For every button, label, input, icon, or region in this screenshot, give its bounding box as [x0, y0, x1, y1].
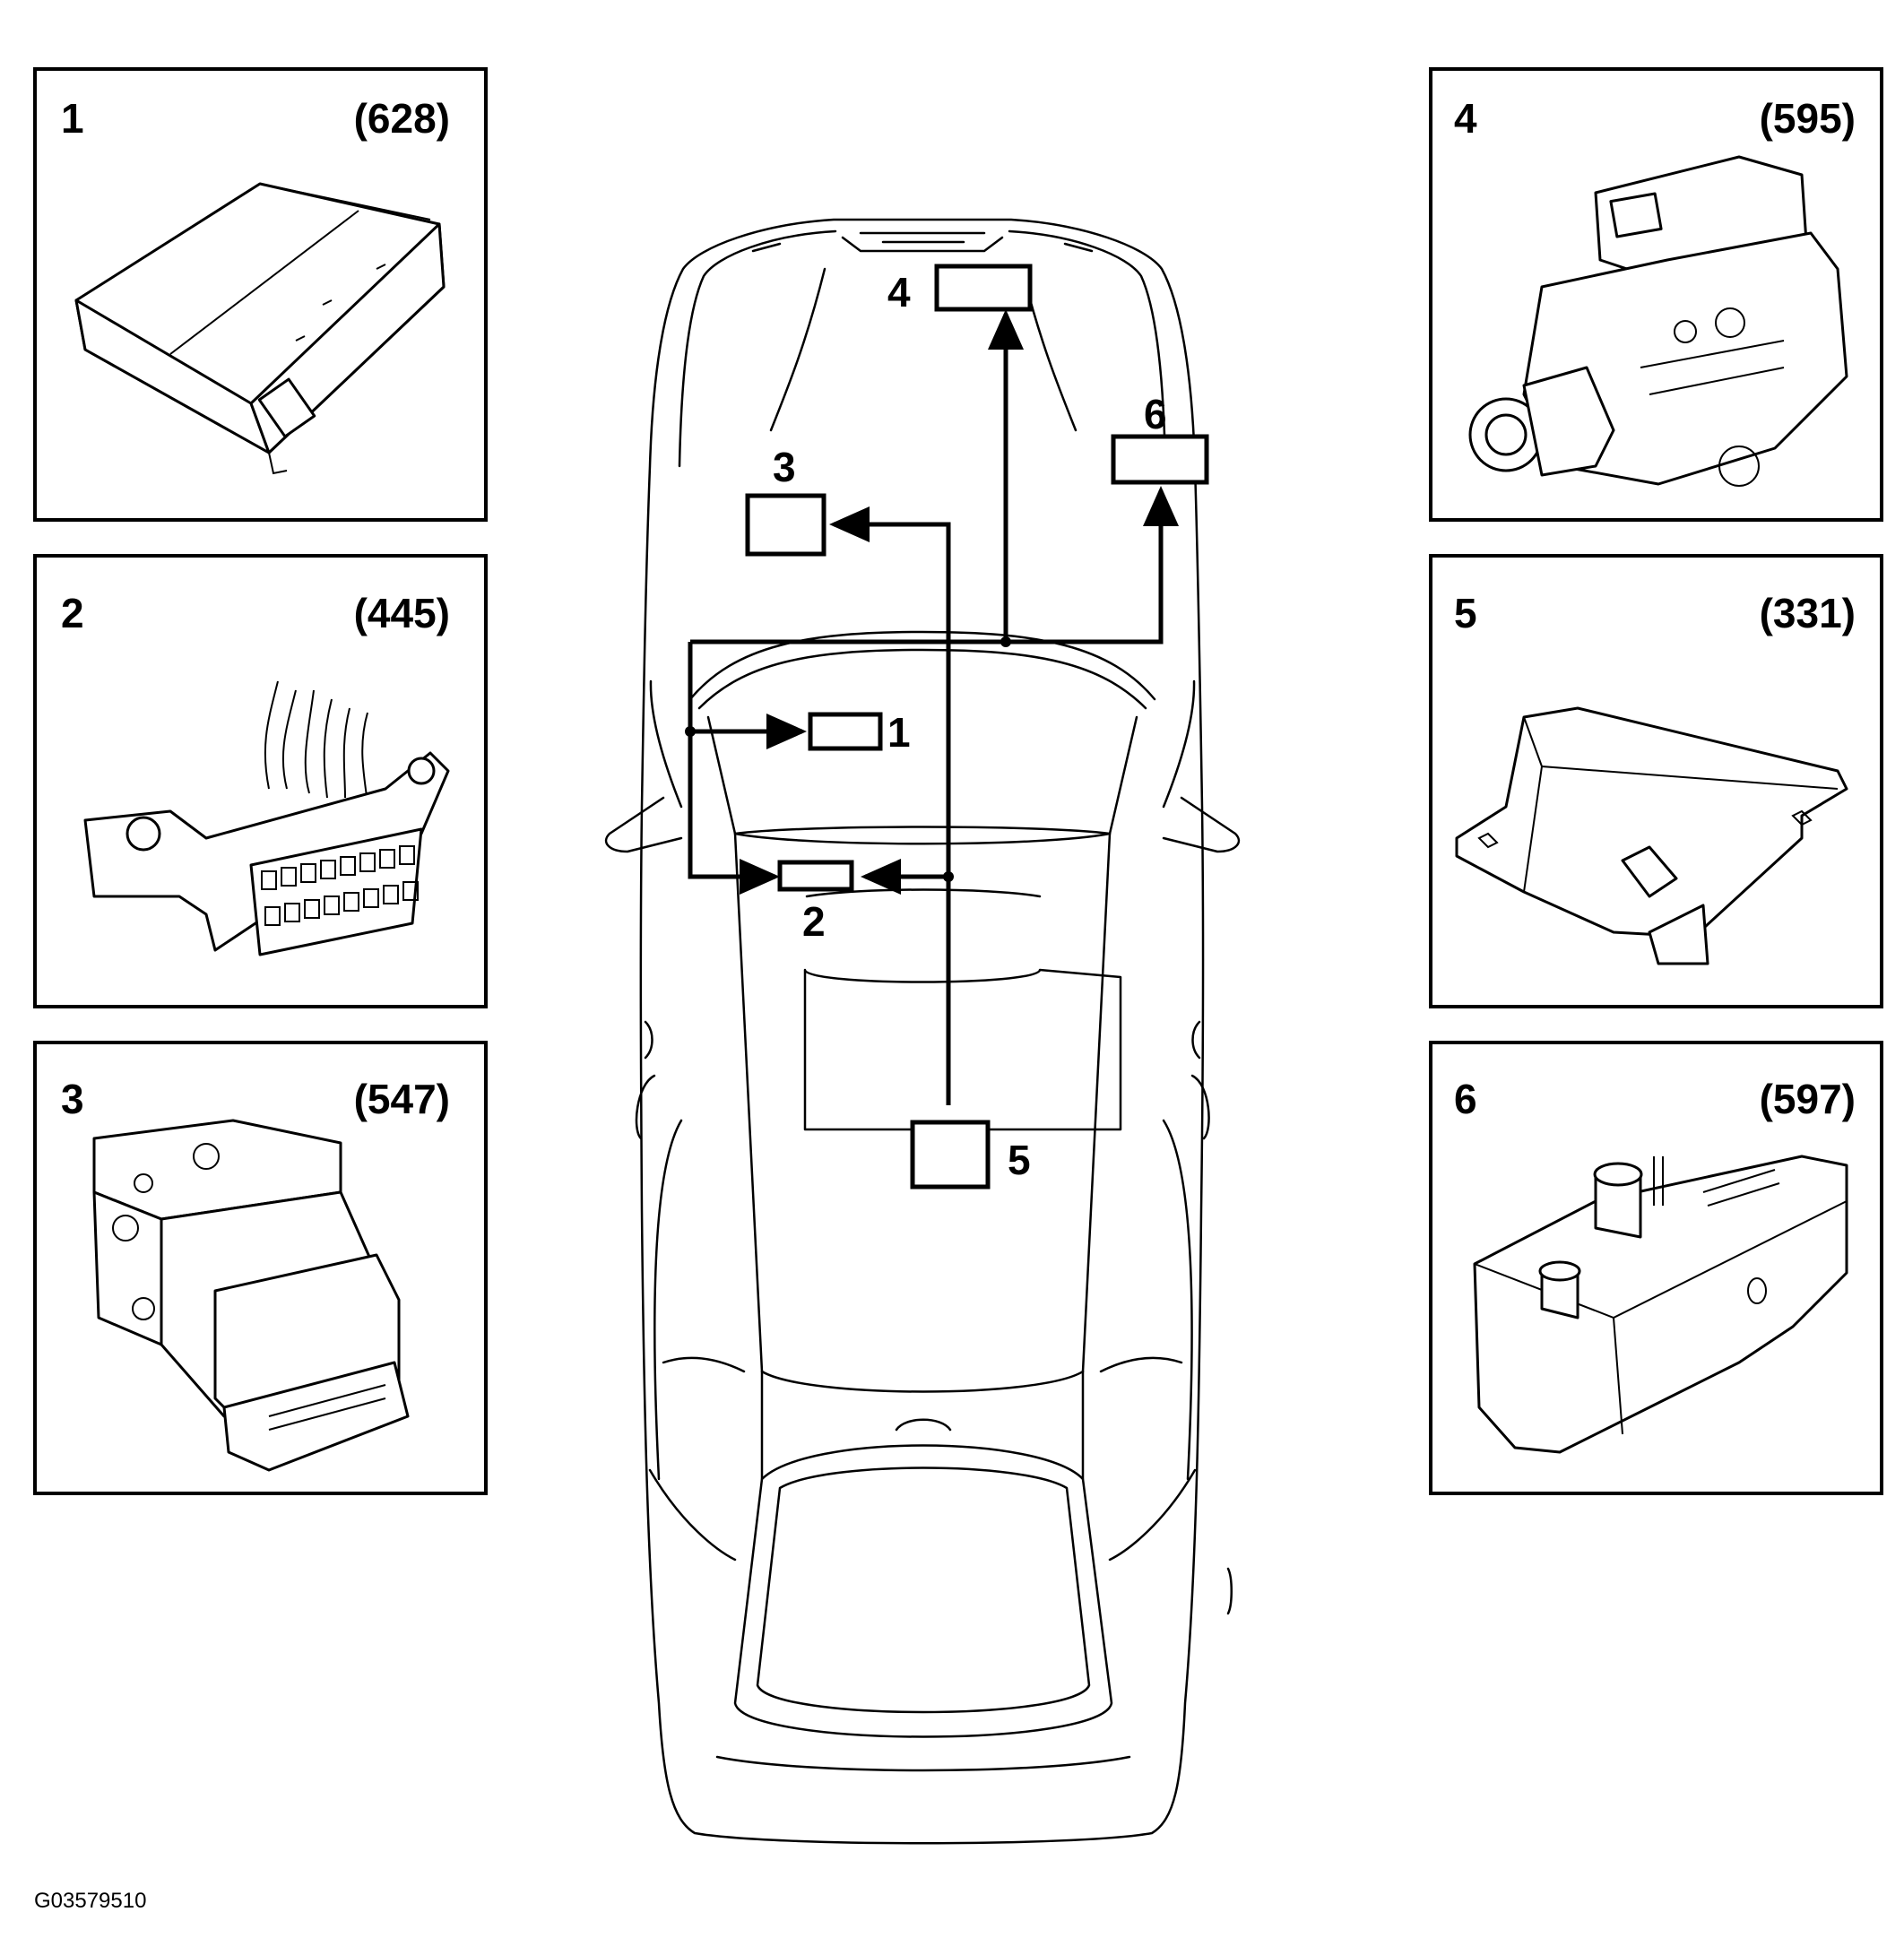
- module-1-box: [808, 712, 883, 751]
- module-5-label: 5: [1008, 1137, 1031, 1183]
- module-6: 6: [1111, 391, 1209, 485]
- bus-line-to-6: [690, 486, 1179, 645]
- junction-dot: [685, 726, 696, 737]
- module-5-box: [910, 1120, 991, 1190]
- module-3: 3: [745, 444, 827, 557]
- module-6-label: 6: [1144, 391, 1167, 437]
- panel-1-code: (628): [354, 95, 450, 142]
- car-outline: [604, 218, 1241, 1845]
- module-4-box: [934, 264, 1033, 312]
- panel-6-code: (597): [1760, 1076, 1856, 1122]
- module-4: 4: [887, 264, 1033, 316]
- panel-3-number: 3: [61, 1076, 84, 1122]
- panel-3: 3 (547): [33, 1041, 488, 1495]
- figure-reference-code: G03579510: [34, 1889, 146, 1913]
- bus-wiring: [685, 309, 1179, 1105]
- module-5: 5: [910, 1120, 1031, 1190]
- panel-3-code: (547): [354, 1076, 450, 1122]
- panel-5: 5 (331): [1429, 554, 1883, 1008]
- junction-dot: [1000, 636, 1011, 647]
- junction-dot: [943, 871, 954, 882]
- injection-pump-icon: [1468, 155, 1848, 487]
- module-6-box: [1111, 434, 1209, 485]
- airbag-module-icon: [1455, 706, 1848, 965]
- panel-5-code: (331): [1760, 590, 1856, 636]
- panel-2-code: (445): [354, 590, 450, 636]
- module-3-box: [745, 493, 827, 557]
- panel-2: 2 (445): [33, 554, 488, 1008]
- panel-4-code: (595): [1760, 95, 1856, 142]
- module-2-label: 2: [802, 898, 826, 945]
- control-module-icon: [74, 182, 446, 475]
- abs-hydraulic-unit-icon: [92, 1119, 410, 1472]
- panel-1-number: 1: [61, 95, 84, 142]
- panel-2-number: 2: [61, 590, 84, 636]
- panel-4-number: 4: [1454, 95, 1477, 142]
- module-2-box: [777, 860, 854, 892]
- panel-5-number: 5: [1454, 590, 1477, 636]
- panel-1: 1 (628): [33, 67, 488, 522]
- panel-4: 4 (595): [1429, 67, 1883, 522]
- module-1-label: 1: [887, 709, 911, 756]
- panel-6-number: 6: [1454, 1076, 1477, 1122]
- module-2: 2: [777, 860, 854, 945]
- bus-line-to-3: [829, 506, 951, 1105]
- auxiliary-heater-icon: [1473, 1155, 1848, 1454]
- bus-line-to-2: [688, 642, 780, 895]
- panel-6: 6 (597): [1429, 1041, 1883, 1495]
- module-1: 1: [808, 709, 911, 756]
- module-3-label: 3: [773, 444, 796, 490]
- module-4-label: 4: [887, 269, 911, 316]
- diagnostic-connector-icon: [83, 680, 450, 956]
